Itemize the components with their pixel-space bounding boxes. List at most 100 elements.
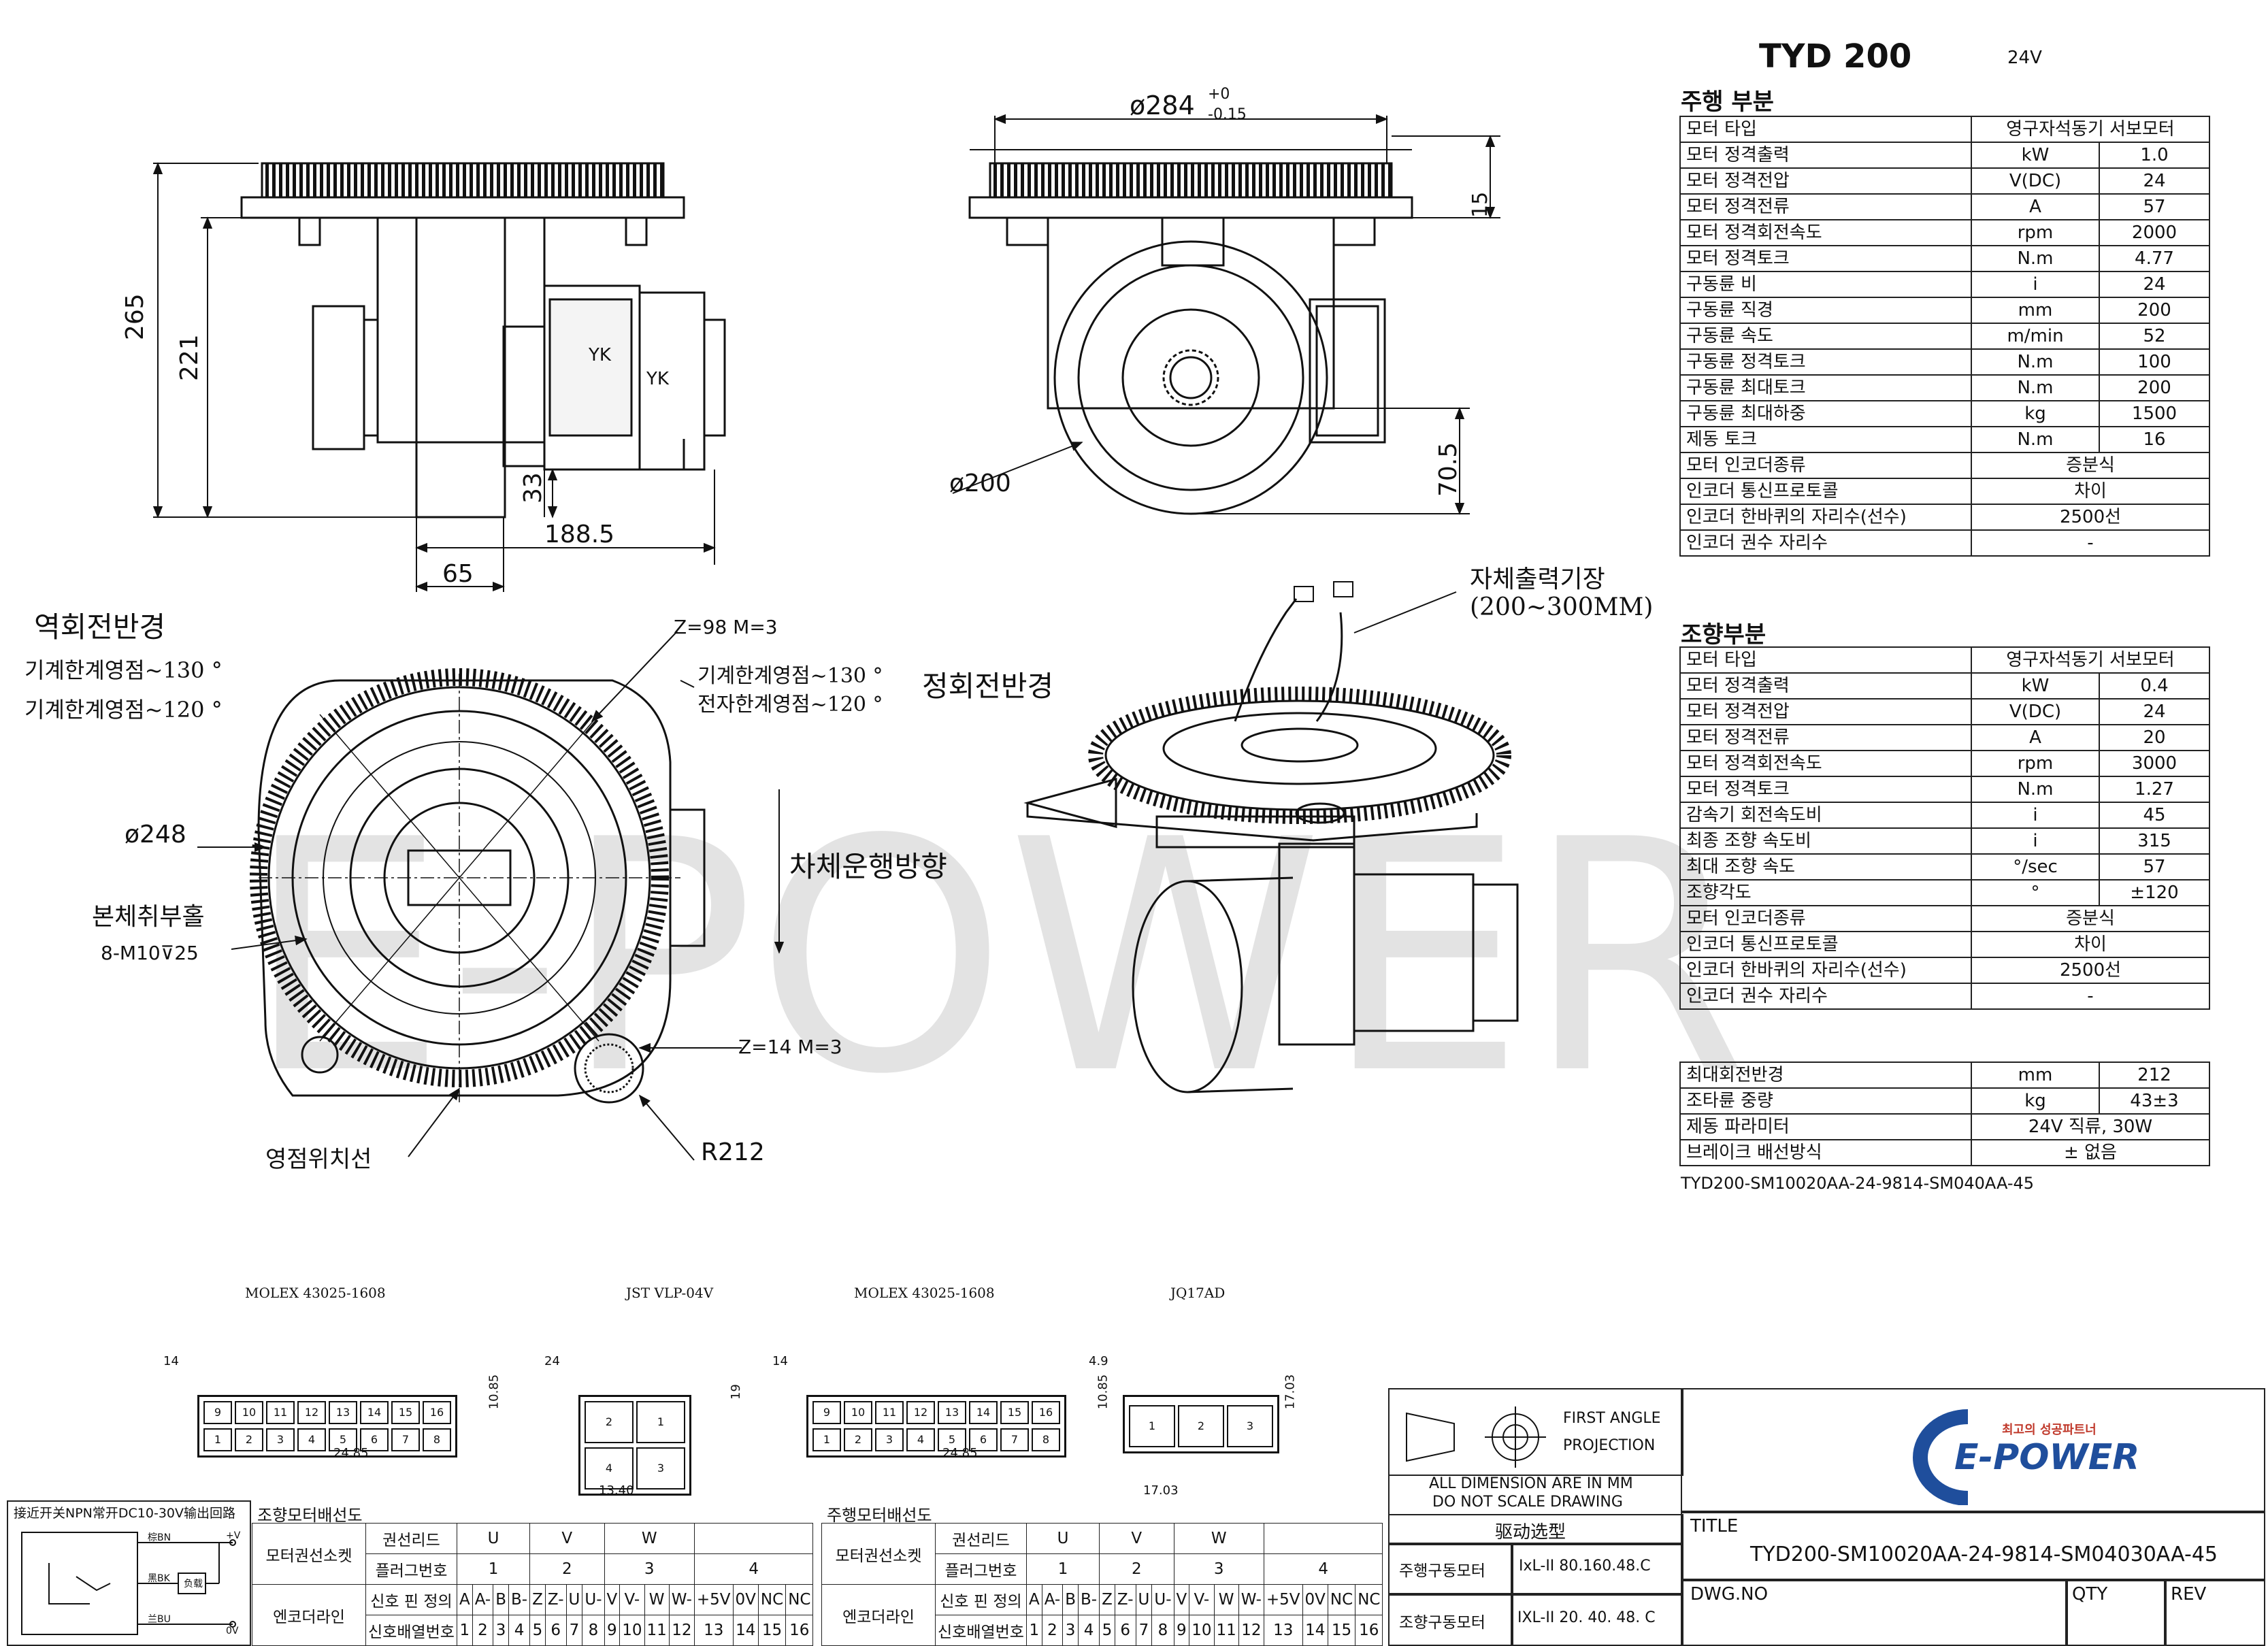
signal-cell: W <box>1213 1584 1239 1615</box>
spec-unit: V(DC) <box>1971 698 2100 725</box>
pin-number-cell: 16 <box>785 1615 814 1646</box>
spec-unit: N.m <box>1971 245 2100 272</box>
signal-cell: B <box>493 1584 510 1615</box>
steer-motor-label: 조향구동모터 <box>1399 1614 1485 1632</box>
drive-motor-label: 주행구동모터 <box>1399 1562 1485 1580</box>
spec-value: 200 <box>2099 297 2210 324</box>
dim-284-upper: +0 <box>1208 86 1230 103</box>
dim-15: 15 <box>1468 192 1492 218</box>
pin-cell: 2 <box>844 1428 872 1451</box>
plug-cell: 3 <box>604 1553 695 1585</box>
signal-label: 신호 핀 정의 <box>365 1584 457 1615</box>
signal-cell: +5V <box>1263 1584 1303 1615</box>
logo-text: E-POWER <box>1954 1437 2140 1478</box>
signal-cell: W <box>644 1584 670 1615</box>
pin-cell: 1 <box>203 1428 232 1451</box>
dim-r212: R212 <box>701 1138 765 1166</box>
spec-value: 200 <box>2099 374 2210 401</box>
steer-motor-value: IXL-II 20. 40. 48. C <box>1517 1609 1656 1626</box>
pin-cell: 3 <box>875 1428 904 1451</box>
dim-188: 188.5 <box>544 521 614 548</box>
dim-70: 70.5 <box>1434 442 1462 497</box>
spec-label: 브레이크 배선방식 <box>1679 1139 1972 1166</box>
spec-label: 모터 정격전압 <box>1679 167 1972 195</box>
drive-section-title: 주행 부분 <box>1681 88 1774 116</box>
bolt-spec: 8-M10 <box>101 942 161 964</box>
signal-cell: U- <box>582 1584 605 1615</box>
plug-cell: 4 <box>1263 1553 1383 1585</box>
phase-cell <box>693 1523 814 1554</box>
label-cable-range: (200~300MM) <box>1470 593 1654 621</box>
connector-width: 17.03 <box>1143 1483 1179 1498</box>
lead-label: 권선리드 <box>935 1523 1027 1554</box>
pin-cell: 8 <box>1032 1428 1060 1451</box>
sensor-vzero: 0V <box>226 1626 239 1636</box>
type-title: 驱动选型 <box>1495 1522 1566 1543</box>
pin-number-cell: 10 <box>619 1615 645 1646</box>
dim-265: 265 <box>121 293 149 340</box>
spec-label: 제동 파라미터 <box>1679 1113 1972 1140</box>
spec-value: 20 <box>2099 724 2210 751</box>
signal-cell: W- <box>1238 1584 1264 1615</box>
spec-label: 구동륜 비 <box>1679 271 1972 298</box>
watermark: E-POWER <box>245 772 1747 1144</box>
dim-284: ø284 <box>1130 90 1195 120</box>
pin-number-cell: 4 <box>508 1615 531 1646</box>
pin-number-cell: 9 <box>604 1615 621 1646</box>
pin-number-cell: 14 <box>1302 1615 1328 1646</box>
plug-cell: 4 <box>693 1553 814 1585</box>
pin-cell: 12 <box>297 1401 326 1424</box>
spec-value: 1500 <box>2099 400 2210 427</box>
pin-number-cell: 8 <box>582 1615 605 1646</box>
pin-number-cell: 10 <box>1189 1615 1215 1646</box>
spec-row: 인코더 권수 자리수- <box>1679 529 2210 557</box>
pin-number-cell: 6 <box>1114 1615 1136 1646</box>
dim-221: 221 <box>176 334 203 381</box>
signal-cell: W- <box>668 1584 695 1615</box>
pin-cell: 13 <box>329 1401 357 1424</box>
pin-number-cell: 1 <box>1025 1615 1042 1646</box>
pin-cell: 9 <box>812 1401 841 1424</box>
signal-cell: V- <box>619 1584 645 1615</box>
pin-number-cell: 2 <box>1041 1615 1064 1646</box>
spec-label: 인코더 권수 자리수 <box>1679 529 1972 557</box>
power-label: 모터권선소켓 <box>252 1523 366 1585</box>
signal-cell: A <box>456 1584 473 1615</box>
spec-value: 3000 <box>2099 750 2210 777</box>
sensor-schematic <box>21 1532 236 1635</box>
spec-unit: i <box>1971 802 2100 829</box>
projection-box: FIRST ANGLE PROJECTION <box>1388 1388 1683 1476</box>
spec-label: 구동륜 속도 <box>1679 323 1972 350</box>
pin-number-cell: 5 <box>529 1615 546 1646</box>
connector-title: MOLEX 43025-1608 <box>245 1285 386 1301</box>
pin-cell: 15 <box>1000 1401 1029 1424</box>
voltage-label: 24V <box>2007 48 2042 68</box>
spec-label: 모터 정격전류 <box>1679 193 1972 220</box>
signal-cell: Z <box>529 1584 546 1615</box>
connector-width: 24.85 <box>942 1446 978 1460</box>
phase-cell <box>1263 1523 1383 1554</box>
spec-value: 차이 <box>1971 478 2210 505</box>
signal-cell: NC <box>757 1584 787 1615</box>
signal-cell: Z- <box>1114 1584 1136 1615</box>
pin-number-cell: 13 <box>693 1615 734 1646</box>
spec-value: ± 없음 <box>1971 1139 2210 1166</box>
drive-motor-value: IxL-II 80.160.48.C <box>1519 1558 1651 1575</box>
spec-value: 1.0 <box>2099 142 2210 169</box>
encoder-label: 엔코더라인 <box>821 1584 936 1646</box>
connector-width: 24.85 <box>333 1446 369 1460</box>
dim-248: ø248 <box>125 821 186 849</box>
